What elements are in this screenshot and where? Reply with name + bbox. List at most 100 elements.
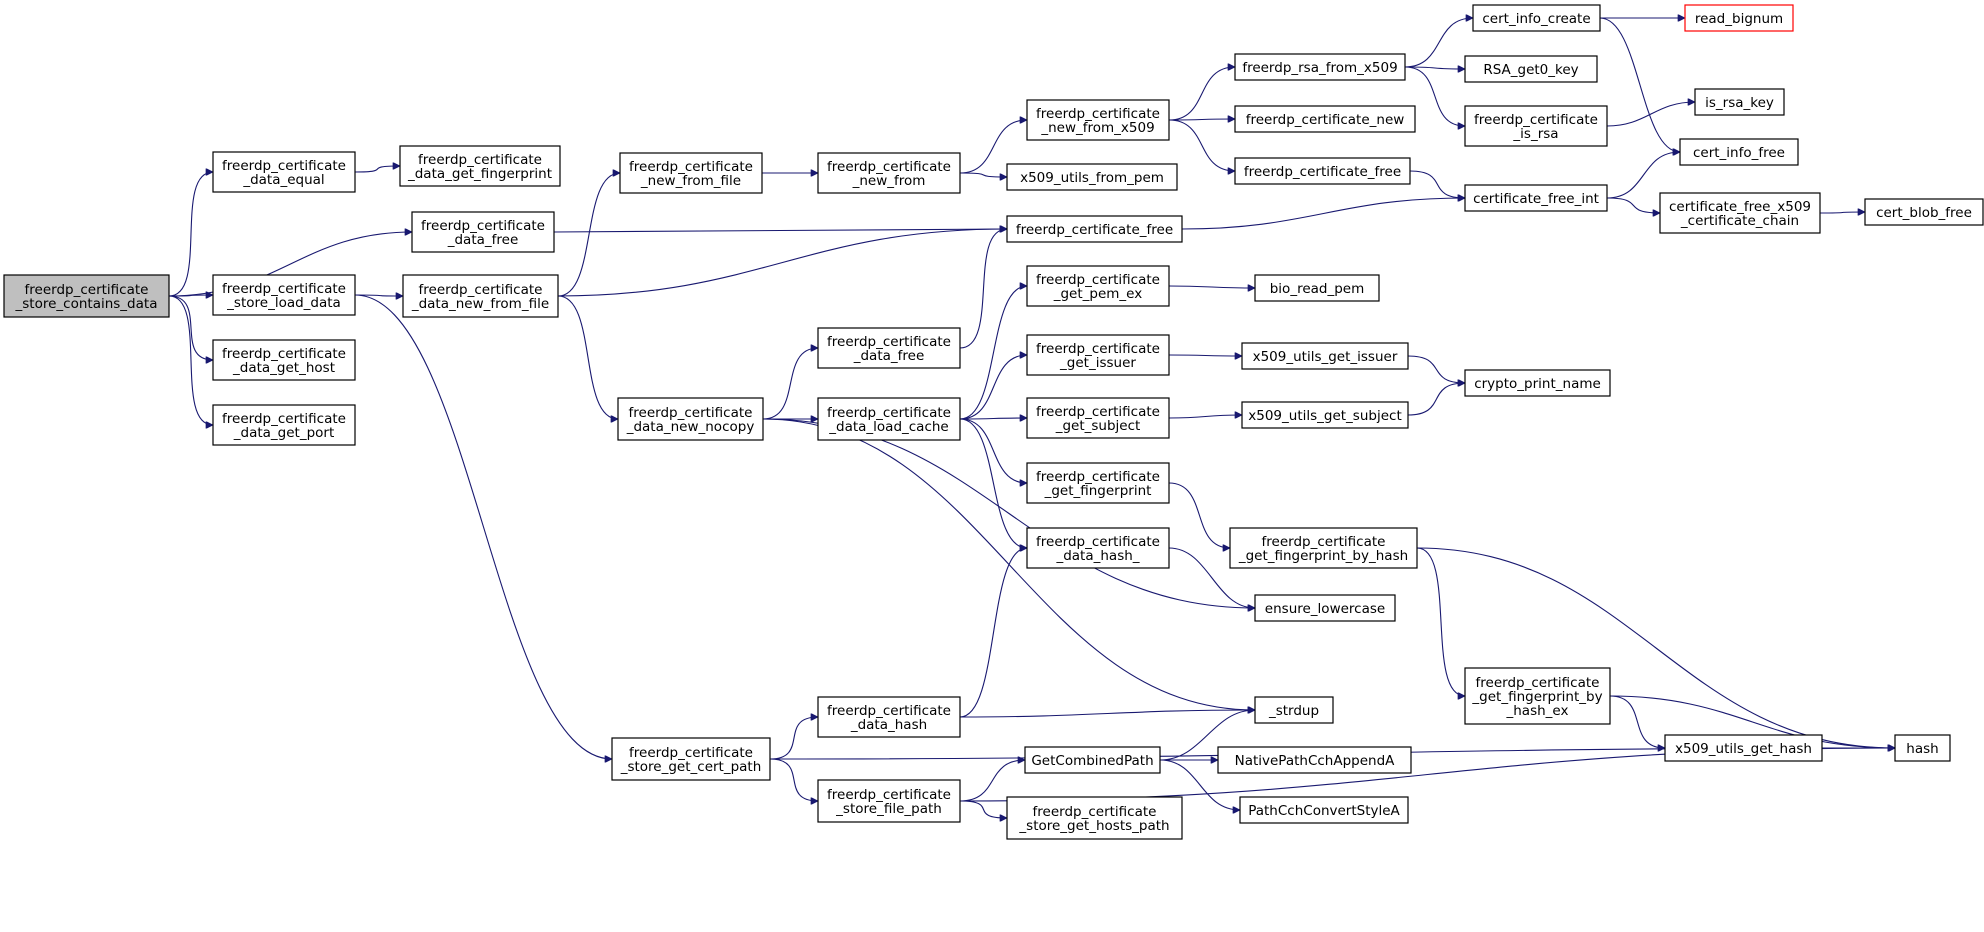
node-bio_read_pem[interactable]: bio_read_pem — [1254, 274, 1380, 302]
node-label: _data_free — [447, 232, 519, 248]
node-label: freerdp_certificate — [629, 159, 753, 175]
node-label: _get_fingerprint_by — [1471, 689, 1602, 705]
node-get_subject[interactable]: freerdp_certificate_get_subject — [1026, 397, 1170, 439]
node-label: PathCchConvertStyleA — [1248, 803, 1400, 819]
edge-free_x509_chain-to-cert_blob_free — [1819, 212, 1865, 213]
node-fp_by_hash_ex[interactable]: freerdp_certificate_get_fingerprint_by_h… — [1464, 667, 1611, 725]
node-data_equal[interactable]: freerdp_certificate_data_equal — [212, 151, 356, 193]
node-label: hash — [1906, 741, 1938, 757]
node-certificate_free_int[interactable]: certificate_free_int — [1464, 184, 1608, 212]
node-native_path_append[interactable]: NativePathCchAppendA — [1217, 746, 1412, 774]
node-x509_get_hash[interactable]: x509_utils_get_hash — [1664, 734, 1823, 762]
node-label: cert_blob_free — [1876, 205, 1972, 221]
node-store_get_cert_path[interactable]: freerdp_certificate_store_get_cert_path — [611, 737, 771, 781]
node-label: _data_hash — [850, 717, 927, 733]
node-box — [1464, 105, 1608, 147]
node-new_from_file[interactable]: freerdp_certificate_new_from_file — [619, 152, 763, 194]
node-label: freerdp_certificate — [1036, 404, 1160, 420]
node-label: freerdp_certificate — [1476, 675, 1600, 691]
node-path_convert_style[interactable]: PathCchConvertStyleA — [1239, 796, 1409, 824]
edge-data_load_cache-to-get_pem_ex — [959, 286, 1027, 420]
node-data_get_host[interactable]: freerdp_certificate_data_get_host — [212, 339, 356, 381]
node-box — [817, 397, 961, 441]
node-x509_utils_from_pem[interactable]: x509_utils_from_pem — [1006, 163, 1178, 191]
node-data_free_b[interactable]: freerdp_certificate_data_free — [817, 327, 961, 369]
node-certificate_new[interactable]: freerdp_certificate_new — [1234, 105, 1416, 133]
node-box — [1234, 157, 1411, 185]
node-label: bio_read_pem — [1270, 281, 1365, 297]
node-label: x509_utils_get_subject — [1248, 408, 1402, 424]
node-cert_info_create[interactable]: cert_info_create — [1472, 4, 1601, 32]
node-get_fingerprint[interactable]: freerdp_certificate_get_fingerprint — [1026, 462, 1170, 504]
node-read_bignum[interactable]: read_bignum — [1684, 4, 1794, 32]
node-data_get_port[interactable]: freerdp_certificate_data_get_port — [212, 404, 356, 446]
node-label: _data_get_host — [232, 360, 335, 376]
node-cert_blob_free[interactable]: cert_blob_free — [1864, 198, 1984, 226]
node-label: x509_utils_get_hash — [1675, 741, 1812, 757]
node-label: _data_load_cache — [828, 419, 949, 435]
edge-store_load_data-to-store_get_cert_path — [354, 294, 612, 759]
node-certificate_free_a[interactable]: freerdp_certificate_free — [1006, 215, 1183, 243]
edge-store_file_path-to-store_get_hosts_path — [959, 800, 1007, 818]
node-new_from_x509[interactable]: freerdp_certificate_new_from_x509 — [1026, 99, 1170, 141]
edge-new_from_x509-to-rsa_from_x509 — [1168, 67, 1235, 121]
node-label: _store_file_path — [835, 801, 942, 817]
node-x509_get_subject[interactable]: x509_utils_get_subject — [1241, 401, 1409, 429]
node-fp_by_hash[interactable]: freerdp_certificate_get_fingerprint_by_h… — [1229, 527, 1418, 569]
node-root[interactable]: freerdp_certificate_store_contains_data — [3, 274, 170, 318]
node-label: cert_info_create — [1482, 11, 1590, 27]
edge-fp_by_hash_ex-to-hash — [1609, 695, 1895, 748]
node-label: freerdp_certificate — [1033, 804, 1157, 820]
node-cert_info_free[interactable]: cert_info_free — [1679, 138, 1799, 166]
node-x509_get_issuer[interactable]: x509_utils_get_issuer — [1241, 342, 1409, 370]
node-free_x509_chain[interactable]: certificate_free_x509_certificate_chain — [1659, 192, 1821, 234]
node-label: _data_get_port — [233, 425, 335, 441]
edge-root-to-data_get_host — [168, 295, 213, 360]
node-label: freerdp_certificate — [222, 158, 346, 174]
node-box — [1217, 746, 1412, 774]
node-data_hash_[interactable]: freerdp_certificate_data_hash_ — [1026, 527, 1170, 569]
node-box — [1229, 527, 1418, 569]
node-store_file_path[interactable]: freerdp_certificate_store_file_path — [817, 779, 961, 823]
node-is_rsa_key[interactable]: is_rsa_key — [1694, 88, 1785, 116]
node-label: NativePathCchAppendA — [1235, 753, 1396, 769]
edge-get_issuer-to-x509_get_issuer — [1168, 355, 1242, 356]
edge-x509_get_subject-to-crypto_print_name — [1407, 383, 1465, 416]
node-data_free_a[interactable]: freerdp_certificate_data_free — [411, 211, 555, 253]
node-label: freerdp_certificate — [827, 787, 951, 803]
node-ensure_lowercase[interactable]: ensure_lowercase — [1254, 594, 1396, 622]
node-data_hash[interactable]: freerdp_certificate_data_hash — [817, 696, 961, 738]
node-label: certificate_free_x509 — [1669, 199, 1811, 215]
node-rsa_get0_key[interactable]: RSA_get0_key — [1464, 55, 1598, 83]
edge-data_hash-to-data_hash_ — [959, 548, 1027, 718]
node-label: _strdup — [1268, 703, 1319, 719]
edge-certificate_free_int-to-free_x509_chain — [1606, 197, 1660, 213]
node-certificate_free_b[interactable]: freerdp_certificate_free — [1234, 157, 1411, 185]
node-data_new_from_file[interactable]: freerdp_certificate_data_new_from_file — [402, 274, 559, 318]
node-data_new_nocopy[interactable]: freerdp_certificate_data_new_nocopy — [617, 397, 764, 441]
node-label: freerdp_certificate — [827, 159, 951, 175]
node-new_from[interactable]: freerdp_certificate_new_from — [817, 152, 961, 194]
node-crypto_print_name[interactable]: crypto_print_name — [1464, 369, 1611, 397]
node-data_load_cache[interactable]: freerdp_certificate_data_load_cache — [817, 397, 961, 441]
node-box — [1239, 796, 1409, 824]
node-label: _hash_ex — [1506, 703, 1569, 719]
node-box — [1464, 55, 1598, 83]
node-strdup[interactable]: _strdup — [1254, 696, 1334, 724]
edge-cert_info_create-to-cert_info_free — [1599, 17, 1680, 152]
edge-store_load_data-to-data_new_from_file — [354, 295, 403, 296]
node-box — [619, 152, 763, 194]
node-get_pem_ex[interactable]: freerdp_certificate_get_pem_ex — [1026, 265, 1170, 307]
edge-data_hash-to-strdup — [959, 710, 1255, 718]
node-data_get_fingerprint[interactable]: freerdp_certificate_data_get_fingerprint — [399, 145, 561, 187]
node-label: freerdp_certificate — [1036, 106, 1160, 122]
node-store_get_hosts_path[interactable]: freerdp_certificate_store_get_hosts_path — [1006, 796, 1183, 840]
node-rsa_from_x509[interactable]: freerdp_rsa_from_x509 — [1234, 53, 1406, 81]
node-is_rsa[interactable]: freerdp_certificate_is_rsa — [1464, 105, 1608, 147]
node-box — [1026, 397, 1170, 439]
node-label: _store_get_hosts_path — [1018, 818, 1169, 834]
node-hash[interactable]: hash — [1894, 734, 1951, 762]
node-store_load_data[interactable]: freerdp_certificate_store_load_data — [212, 274, 356, 316]
node-get_issuer[interactable]: freerdp_certificate_get_issuer — [1026, 334, 1170, 376]
node-get_combined_path[interactable]: GetCombinedPath — [1024, 746, 1161, 774]
